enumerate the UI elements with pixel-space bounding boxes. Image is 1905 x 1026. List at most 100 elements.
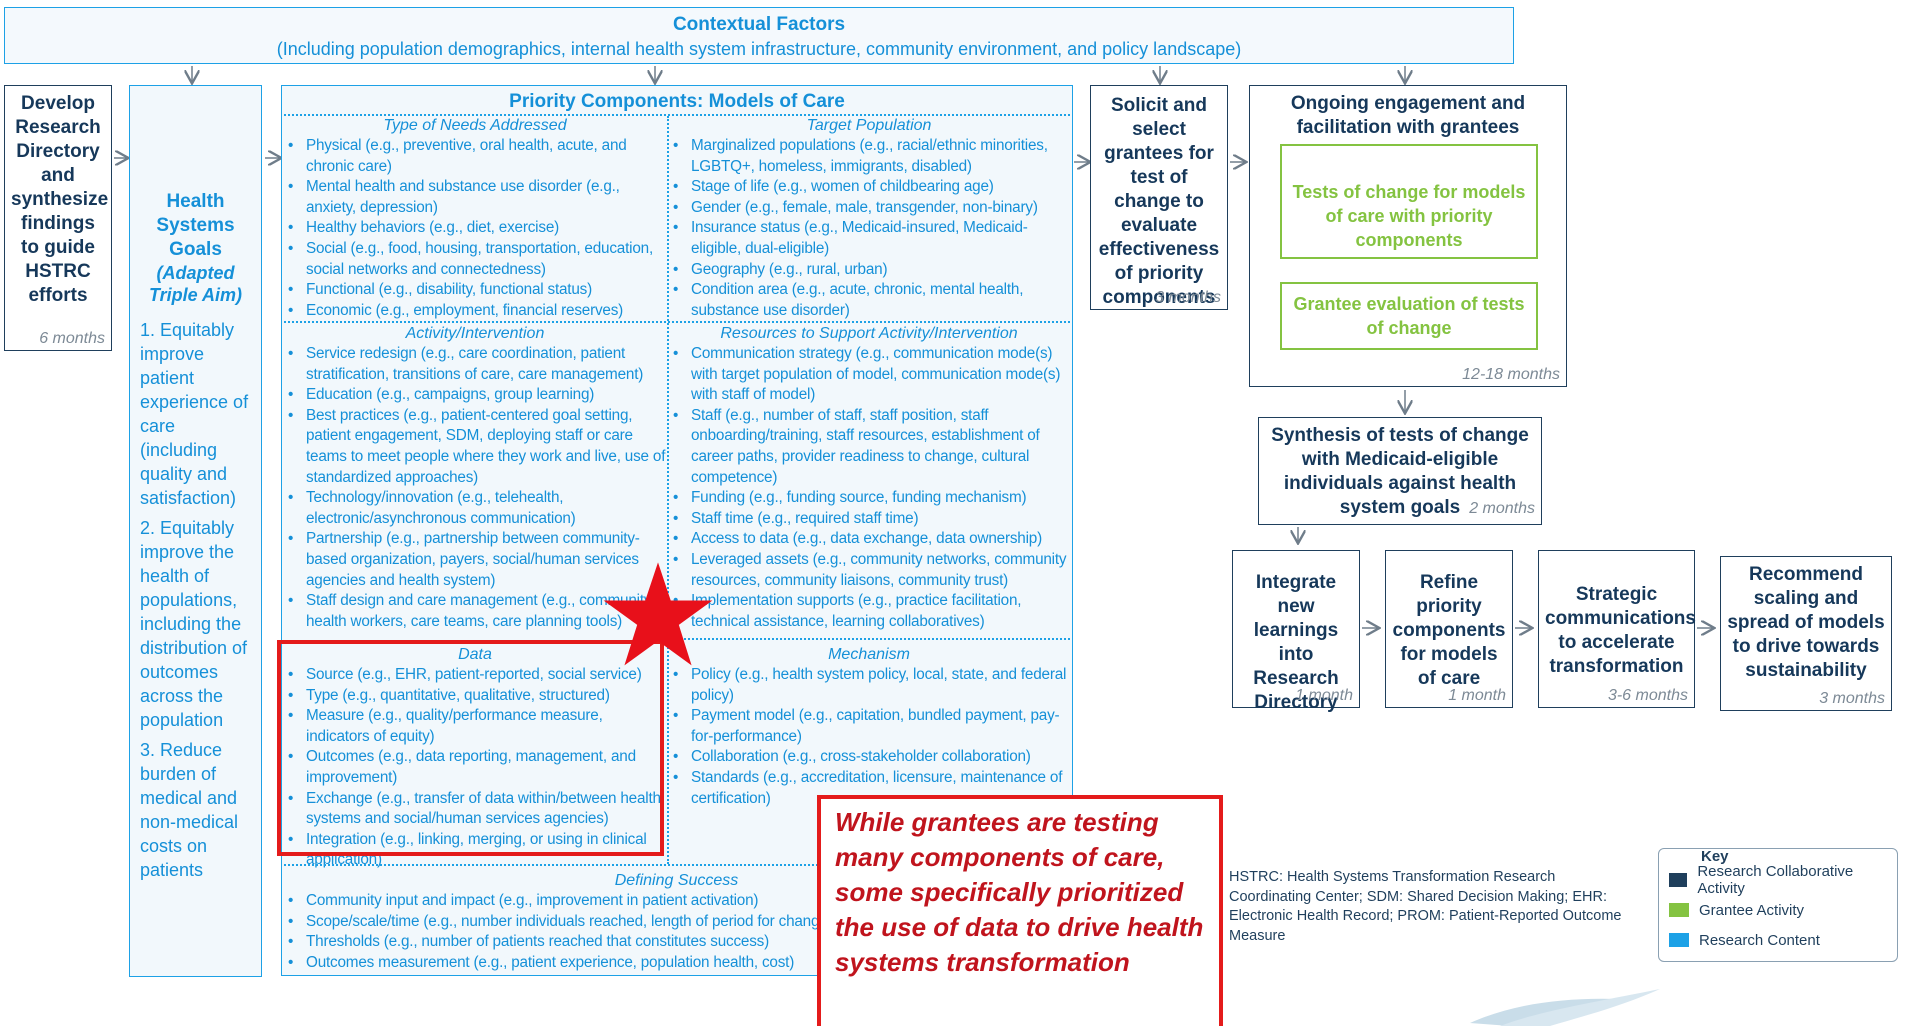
contextual-factors-title: Contextual Factors <box>672 14 846 35</box>
list-item: Payment model (e.g., capitation, bundled… <box>669 706 1069 747</box>
step-recommend-title: Recommend scaling and spread of models t… <box>1727 564 1885 681</box>
solicit-grantees-box: Solicit and select grantees for test of … <box>1090 85 1228 310</box>
data-list: Source (e.g., EHR, patient-reported, soc… <box>284 665 666 871</box>
key-swatch <box>1669 873 1688 887</box>
list-item: Standards (e.g., accreditation, licensur… <box>669 768 1069 809</box>
health-systems-goal-1: 1. Equitably improve patient experience … <box>140 320 249 508</box>
ongoing-duration: 12-18 months <box>1462 366 1560 383</box>
ongoing-engagement-title: Ongoing engagement and facilitation with… <box>1290 93 1526 138</box>
data-section: Data Source (e.g., EHR, patient-reported… <box>284 645 666 871</box>
step-refine-title: Refine priority components for models of… <box>1392 572 1506 689</box>
needs-section: Type of Needs Addressed Physical (e.g., … <box>284 116 666 321</box>
develop-research-directory-box: Develop Research Directory and synthesiz… <box>4 85 112 351</box>
list-item: Best practices (e.g., patient-centered g… <box>284 406 666 488</box>
list-item: Staff design and care management (e.g., … <box>284 591 666 632</box>
list-item: Functional (e.g., disability, functional… <box>284 280 666 301</box>
tests-of-change-text: Tests of change for models of care with … <box>1292 182 1526 250</box>
mechanism-section: Mechanism Policy (e.g., health system po… <box>669 645 1069 809</box>
ongoing-engagement-box: Ongoing engagement and facilitation with… <box>1249 85 1567 387</box>
list-item: Outcomes (e.g., data reporting, manageme… <box>284 747 666 788</box>
tests-of-change-box: Tests of change for models of care with … <box>1280 144 1538 259</box>
solicit-duration: 3 months <box>1155 289 1221 306</box>
contextual-factors-box: Contextual Factors (Including population… <box>4 7 1514 64</box>
resources-heading: Resources to Support Activity/Interventi… <box>720 325 1018 342</box>
step-strategic-title: Strategic communications to accelerate t… <box>1545 584 1696 677</box>
needs-list: Physical (e.g., preventive, oral health,… <box>284 136 666 321</box>
list-item: Measure (e.g., quality/performance measu… <box>284 706 666 747</box>
key-item-research-content: Research Content <box>1669 925 1887 955</box>
list-item: Economic (e.g., employment, financial re… <box>284 301 666 322</box>
title-divider <box>284 114 1070 116</box>
develop-research-directory-title: Develop Research Directory and synthesiz… <box>11 93 109 306</box>
key-legend: Key Research Collaborative Activity Gran… <box>1658 848 1898 962</box>
list-item: Leveraged assets (e.g., community networ… <box>669 550 1069 591</box>
grantee-evaluation-box: Grantee evaluation of tests of change <box>1280 282 1538 350</box>
list-item: Gender (e.g., female, male, transgender,… <box>669 198 1069 219</box>
step-integrate-box: Integrate new learnings into Research Di… <box>1232 550 1360 713</box>
develop-duration: 6 months <box>39 330 105 347</box>
resources-list: Communication strategy (e.g., communicat… <box>669 344 1069 632</box>
list-item: Access to data (e.g., data exchange, dat… <box>669 529 1069 550</box>
priority-components-title: Priority Components: Models of Care <box>509 91 845 112</box>
column-divider <box>667 116 669 864</box>
list-item: Marginalized populations (e.g., racial/e… <box>669 136 1069 177</box>
synthesis-title: Synthesis of tests of change with Medica… <box>1271 425 1529 518</box>
health-systems-goal-2: 2. Equitably improve the health of popul… <box>140 518 248 730</box>
solicit-grantees-title: Solicit and select grantees for test of … <box>1098 95 1220 308</box>
target-list: Marginalized populations (e.g., racial/e… <box>669 136 1069 321</box>
key-title: Key <box>1701 848 1729 865</box>
target-heading: Target Population <box>806 117 932 134</box>
health-systems-goals-box: Health Systems Goals (Adapted Triple Aim… <box>129 85 262 977</box>
key-label: Grantee Activity <box>1699 901 1805 919</box>
list-item: Funding (e.g., funding source, funding m… <box>669 488 1069 509</box>
mechanism-heading: Mechanism <box>828 646 910 663</box>
abbreviations-note: HSTRC: Health Systems Transformation Res… <box>1229 869 1622 944</box>
key-swatch <box>1669 933 1689 947</box>
data-callout-box: While grantees are testing many componen… <box>817 795 1223 1026</box>
list-item: Staff time (e.g., required staff time) <box>669 509 1069 530</box>
activity-section: Activity/Intervention Service redesign (… <box>284 324 666 632</box>
step-integrate-title: Integrate new learnings into Research Di… <box>1253 572 1339 713</box>
activity-list: Service redesign (e.g., care coordinatio… <box>284 344 666 632</box>
list-item: Stage of life (e.g., women of childbeari… <box>669 177 1069 198</box>
list-item: Type (e.g., quantitative, qualitative, s… <box>284 686 666 707</box>
step-recommend-duration: 3 months <box>1819 690 1885 707</box>
health-systems-goal-3: 3. Reduce burden of medical and non-medi… <box>140 740 239 880</box>
synthesis-box: Synthesis of tests of change with Medica… <box>1258 417 1542 525</box>
list-item: Geography (e.g., rural, urban) <box>669 260 1069 281</box>
health-systems-goals-subtitle: (Adapted Triple Aim) <box>148 263 242 305</box>
list-item: Implementation supports (e.g., practice … <box>669 591 1069 632</box>
contextual-factors-subtitle: (Including population demographics, inte… <box>276 39 1242 59</box>
data-callout-text: While grantees are testing many componen… <box>835 807 1204 977</box>
step-integrate-duration: 1 month <box>1295 687 1353 704</box>
list-item: Condition area (e.g., acute, chronic, me… <box>669 280 1069 321</box>
star-icon <box>603 562 713 666</box>
list-item: Communication strategy (e.g., communicat… <box>669 344 1069 406</box>
data-heading: Data <box>458 646 492 663</box>
key-label: Research Content <box>1699 931 1820 949</box>
key-swatch <box>1669 903 1689 917</box>
list-item: Technology/innovation (e.g., telehealth,… <box>284 488 666 529</box>
list-item: Mental health and substance use disorder… <box>284 177 666 218</box>
list-item: Outcomes measurement (e.g., patient expe… <box>284 953 1069 974</box>
key-item-grantee: Grantee Activity <box>1669 895 1887 925</box>
synthesis-duration: 2 months <box>1469 500 1535 517</box>
success-heading: Defining Success <box>614 872 739 889</box>
divider-row-1 <box>284 321 1070 323</box>
key-item-research-collaborative: Research Collaborative Activity <box>1669 863 1887 897</box>
divider-row-3 <box>284 864 1070 866</box>
list-item: Partnership (e.g., partnership between c… <box>284 529 666 591</box>
step-strategic-box: Strategic communications to accelerate t… <box>1538 550 1696 708</box>
step-strategic-duration: 3-6 months <box>1607 687 1688 704</box>
mechanism-list: Policy (e.g., health system policy, loca… <box>669 665 1069 809</box>
priority-components-box: Priority Components: Models of Care Type… <box>281 85 1073 976</box>
success-list: Community input and impact (e.g., improv… <box>284 891 1069 973</box>
list-item: Scope/scale/time (e.g., number individua… <box>284 912 1069 933</box>
step-refine-box: Refine priority components for models of… <box>1385 550 1513 708</box>
step-recommend-box: Recommend scaling and spread of models t… <box>1720 556 1892 711</box>
resources-section: Resources to Support Activity/Interventi… <box>669 324 1069 632</box>
list-item: Community input and impact (e.g., improv… <box>284 891 1069 912</box>
list-item: Source (e.g., EHR, patient-reported, soc… <box>284 665 666 686</box>
list-item: Insurance status (e.g., Medicaid-insured… <box>669 218 1069 259</box>
list-item: Staff (e.g., number of staff, staff posi… <box>669 406 1069 488</box>
